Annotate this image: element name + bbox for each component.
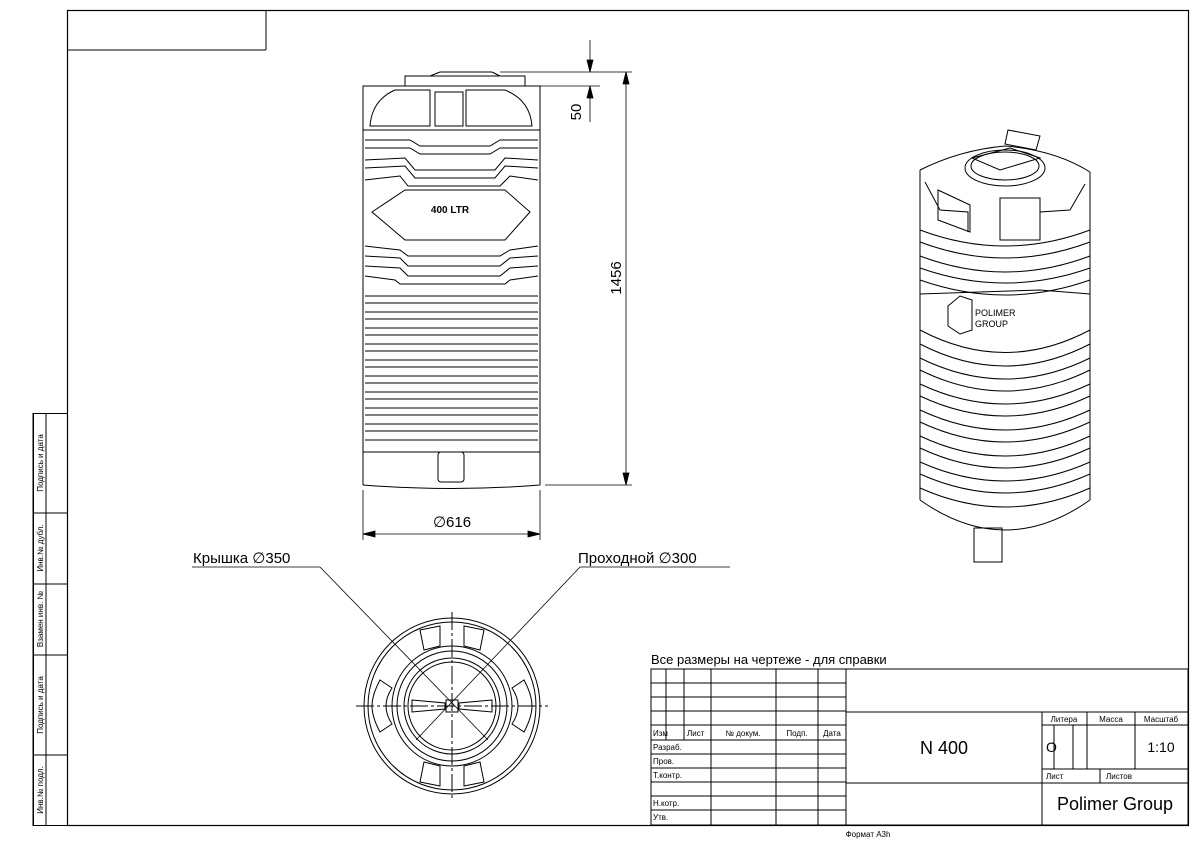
row-utv: Утв. [653, 813, 668, 822]
iso-view-tank [919, 129, 1091, 563]
side-stamp-1: Подпись и дата [36, 434, 45, 492]
diameter-dimension [362, 490, 541, 540]
passage-callout: Проходной ∅300 [578, 550, 697, 567]
scale-label: Масштаб [1144, 715, 1179, 724]
side-stamp-4: Подпись и дата [36, 676, 45, 734]
litera-label: Литера [1051, 715, 1078, 724]
row-prov: Пров. [653, 757, 674, 766]
iso-logo-line1: POLIMER [975, 308, 1016, 318]
row-nkontr: Н.котр. [653, 799, 679, 808]
litera-value: О [1046, 739, 1057, 755]
side-stamp-strip: Подпись и дата Инв.№ дубл. Взамен инв. №… [32, 413, 68, 826]
side-stamp-2: Инв.№ дубл. [36, 524, 45, 571]
cap-dimension [535, 40, 600, 122]
side-stamp-5: Инв.№ подл. [36, 766, 45, 814]
col-sign: Подп. [786, 729, 807, 738]
row-tkontr: Т.контр. [653, 771, 682, 780]
col-list: Лист [687, 729, 705, 738]
scale-value: 1:10 [1147, 739, 1174, 755]
reference-note: Все размеры на чертеже - для справки [651, 652, 887, 667]
title-block [650, 668, 1189, 826]
iso-logo-line2: GROUP [975, 319, 1008, 329]
designation: N 400 [920, 738, 968, 758]
diameter-dimension-label: ∅616 [433, 514, 471, 531]
height-dimension [500, 71, 632, 486]
col-izm: Изм [653, 729, 668, 738]
row-razrab: Разраб. [653, 743, 682, 752]
top-view-leaders [192, 566, 730, 741]
col-doc: № докум. [725, 729, 760, 738]
sheets-label: Листов [1106, 772, 1132, 781]
lid-callout: Крышка ∅350 [193, 550, 290, 567]
height-dimension-label: 1456 [608, 261, 625, 294]
top-left-stamp-box [67, 10, 267, 51]
col-date: Дата [823, 729, 841, 738]
company-name: Polimer Group [1057, 794, 1173, 814]
cap-dimension-label: 50 [568, 104, 585, 121]
front-view-tank [362, 71, 541, 489]
sheet-label: Лист [1046, 772, 1064, 781]
mass-label: Масса [1099, 715, 1123, 724]
volume-label: 400 LTR [431, 205, 470, 216]
format-label: Формат А3h [846, 830, 891, 839]
top-view-tank [356, 612, 548, 800]
side-stamp-3: Взамен инв. № [36, 590, 45, 647]
